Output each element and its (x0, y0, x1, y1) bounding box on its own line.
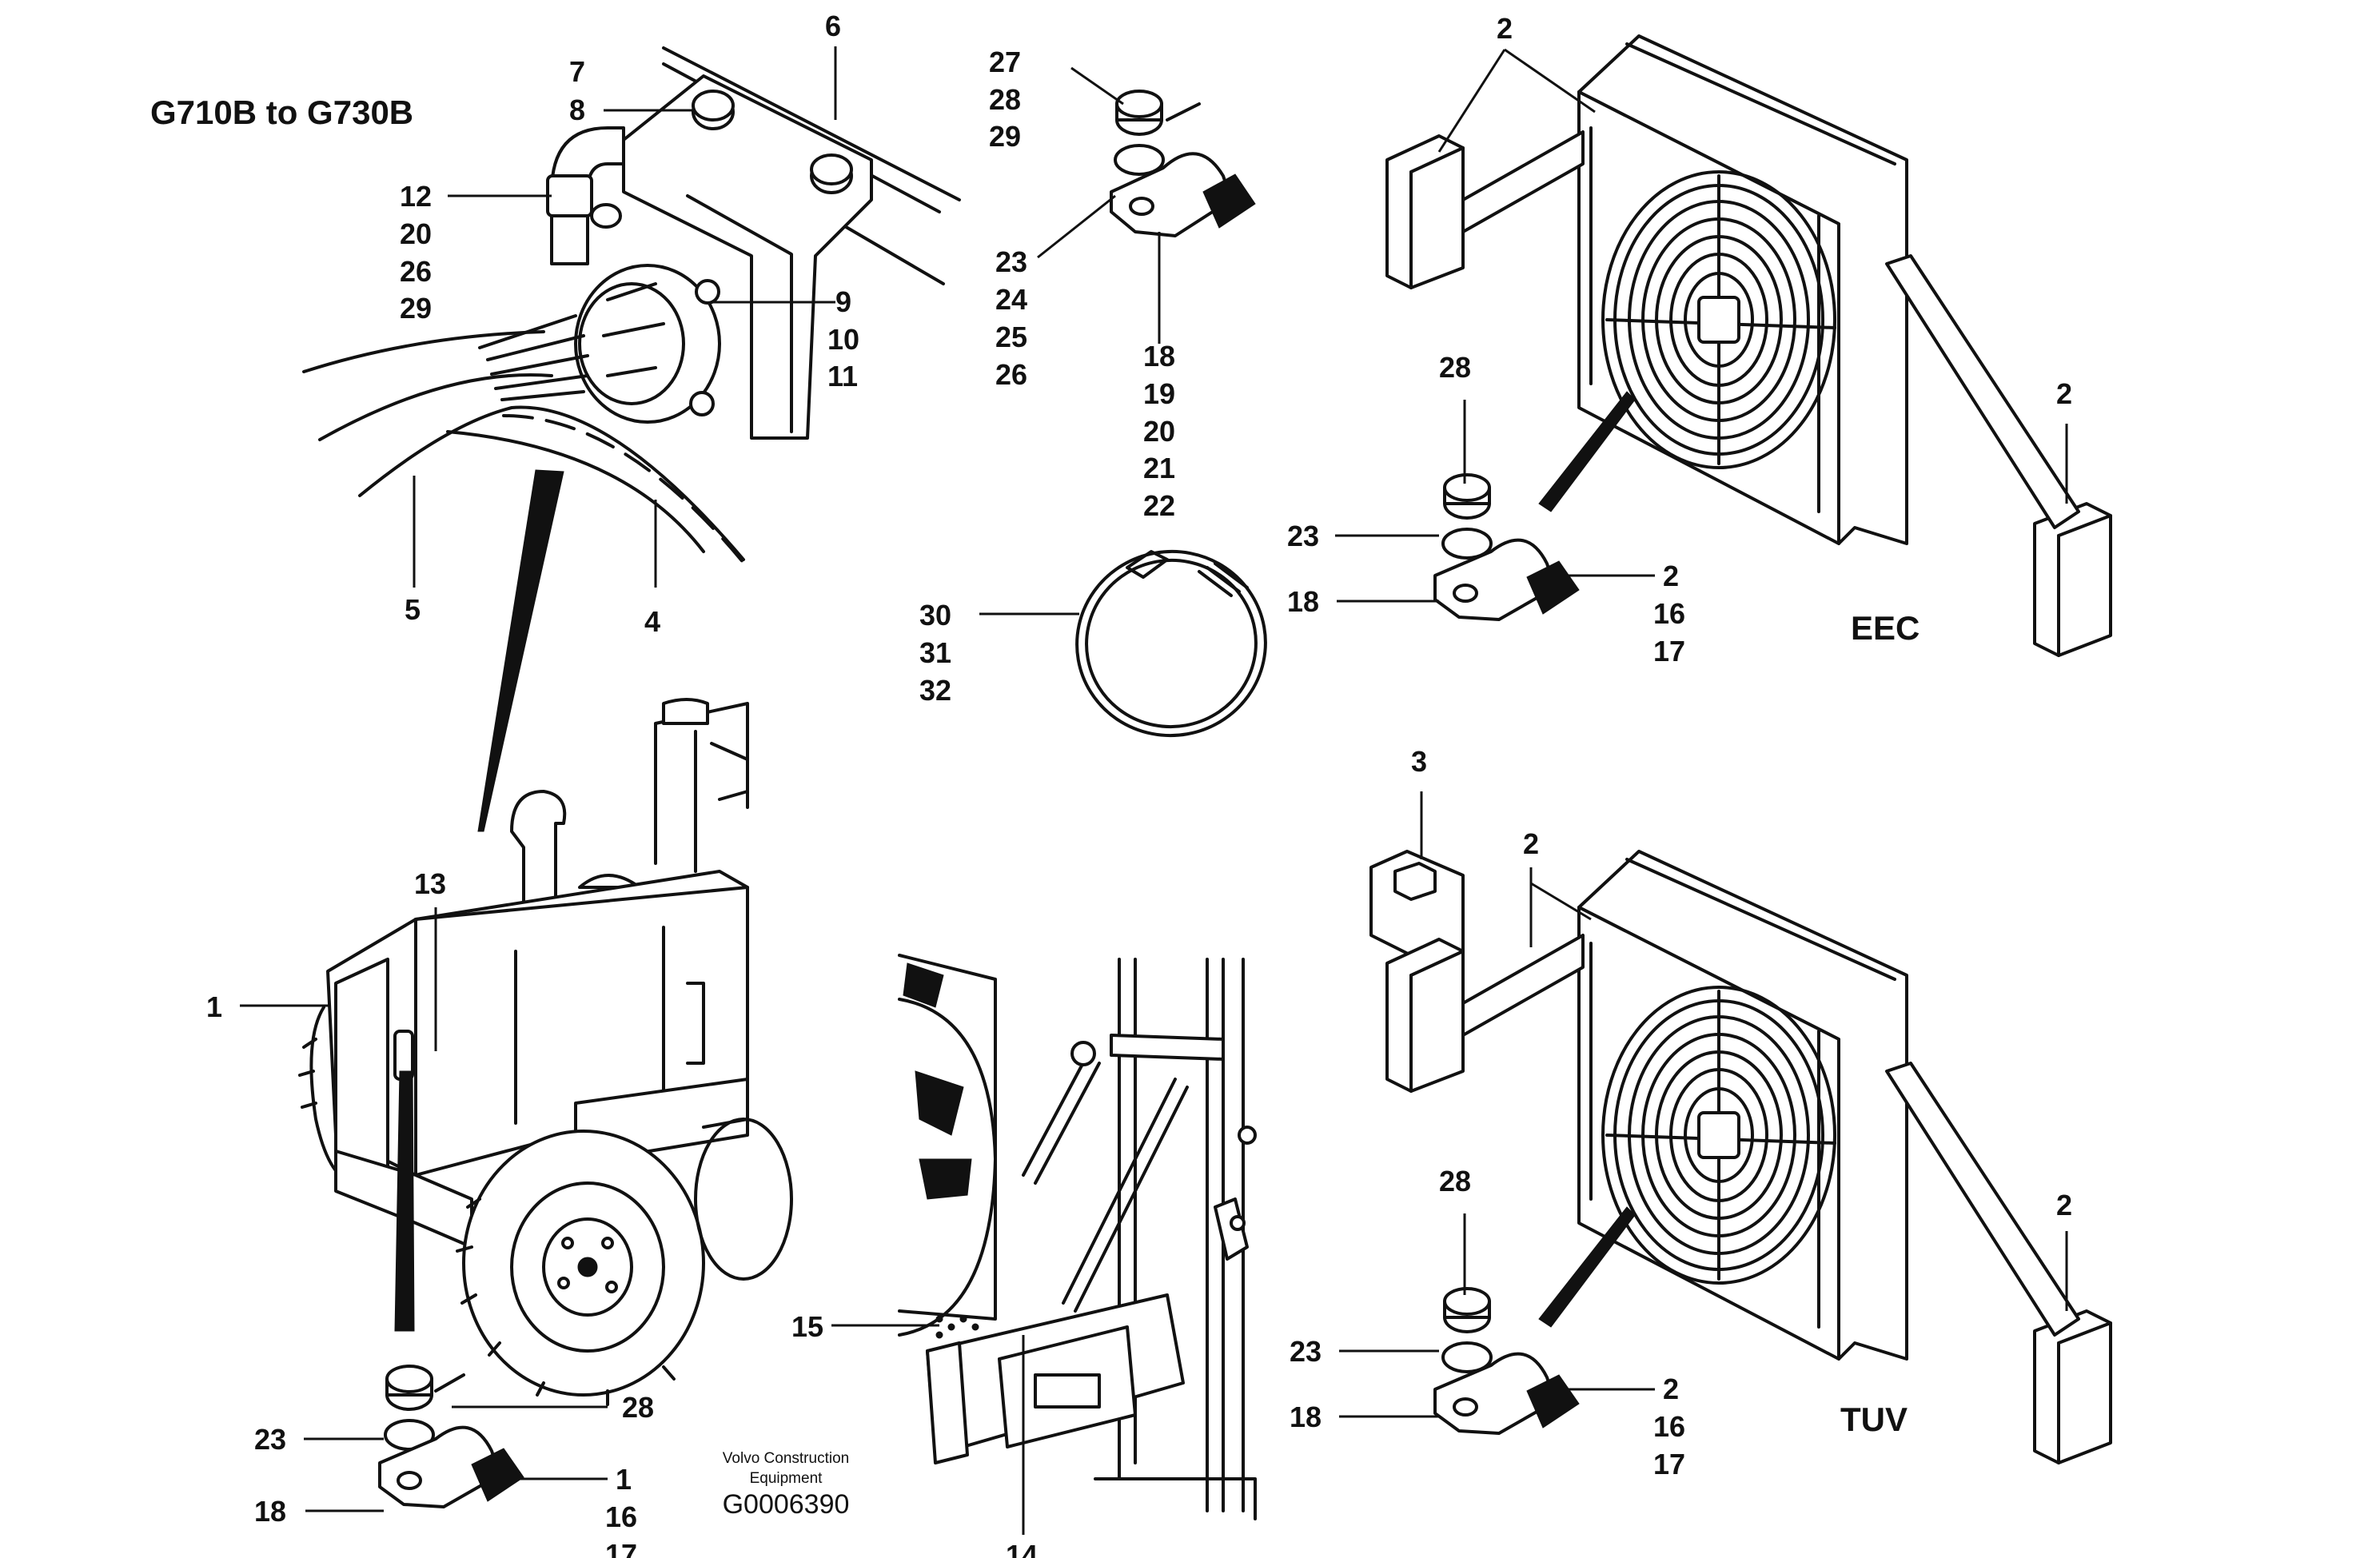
model-range-title: G710B to G730B (150, 94, 413, 131)
pointer-wedge (477, 469, 564, 832)
frame-detail-drawing (898, 954, 1257, 1520)
eec-callout-2-top: 2 (1497, 12, 1513, 45)
tuv-callout-3: 3 (1411, 745, 1427, 778)
cable-clamp-drawing-top (1110, 90, 1256, 237)
cable-clamp-drawing-bottom-left (378, 1365, 524, 1508)
eec-callout-18: 18 (1287, 585, 1319, 618)
drawing-id: G0006390 (723, 1489, 850, 1520)
tuv-variant-label: TUV (1840, 1401, 1908, 1438)
callout-14: 14 (1006, 1539, 1038, 1558)
callout-27: 27 (989, 46, 1021, 78)
eec-variant-label: EEC (1851, 609, 1920, 647)
callout-29: 29 (989, 120, 1021, 153)
callout-12: 12 (400, 180, 432, 213)
callout-25: 25 (995, 321, 1027, 353)
tuv-callout-2-clamp: 2 (1663, 1373, 1679, 1405)
tuv-callout-2-top: 2 (1523, 827, 1539, 860)
tuv-clamp-drawing (1433, 1206, 1636, 1435)
callout-19: 19 (1143, 377, 1175, 410)
callout-10: 10 (827, 323, 859, 356)
callout-20: 20 (1143, 415, 1175, 448)
tuv-callout-17: 17 (1653, 1448, 1685, 1480)
callout-23: 23 (995, 245, 1027, 278)
callout-7: 7 (569, 55, 585, 88)
pointer-wedge-machine (394, 1070, 415, 1332)
callout-1: 1 (206, 990, 222, 1023)
callout-13: 13 (414, 867, 446, 900)
callout-26: 26 (995, 358, 1027, 391)
callout-29: 29 (400, 292, 432, 325)
publisher-line-2: Equipment (750, 1470, 823, 1487)
eec-clamp-drawing (1433, 391, 1636, 621)
callout-20: 20 (400, 217, 432, 250)
callout-21: 21 (1143, 452, 1175, 484)
callout-28: 28 (989, 83, 1021, 116)
callout-17: 17 (605, 1538, 637, 1558)
eec-callout-28: 28 (1439, 351, 1471, 384)
callout-28: 28 (622, 1391, 654, 1424)
callout-32: 32 (919, 674, 951, 707)
callout-11: 11 (827, 360, 858, 392)
hose-clamp-drawing (1075, 549, 1267, 738)
tuv-callout-2-right: 2 (2056, 1189, 2072, 1221)
callout-6: 6 (825, 10, 841, 42)
eec-cooler-drawing (1385, 34, 2112, 657)
callout-1: 1 (616, 1463, 632, 1496)
tuv-callout-23: 23 (1290, 1335, 1322, 1368)
callout-5: 5 (405, 593, 421, 626)
callout-30: 30 (919, 599, 951, 632)
callout-31: 31 (919, 636, 951, 669)
callout-26: 26 (400, 255, 432, 288)
eec-callout-16: 16 (1653, 597, 1685, 630)
machine-drawing (298, 698, 793, 1406)
callout-16: 16 (605, 1500, 637, 1533)
tuv-cooler-drawing (1369, 850, 2112, 1464)
callout-4: 4 (644, 605, 660, 638)
tuv-callout-18: 18 (1290, 1401, 1322, 1433)
callout-18: 18 (254, 1495, 286, 1528)
callout-9: 9 (835, 285, 851, 318)
callout-18: 18 (1143, 340, 1175, 373)
tuv-callout-28: 28 (1439, 1165, 1471, 1197)
eec-callout-2-clamp: 2 (1663, 560, 1679, 592)
eec-callout-23: 23 (1287, 520, 1319, 552)
eec-callout-17: 17 (1653, 635, 1685, 667)
callout-24: 24 (995, 283, 1027, 316)
tuv-callout-16: 16 (1653, 1410, 1685, 1443)
callout-15: 15 (791, 1310, 823, 1343)
callout-8: 8 (569, 94, 585, 126)
publisher-line-1: Volvo Construction (723, 1450, 849, 1467)
eec-callout-2-right: 2 (2056, 377, 2072, 410)
connector-assembly-drawing (302, 46, 961, 569)
callout-22: 22 (1143, 489, 1175, 522)
callout-23: 23 (254, 1423, 286, 1456)
